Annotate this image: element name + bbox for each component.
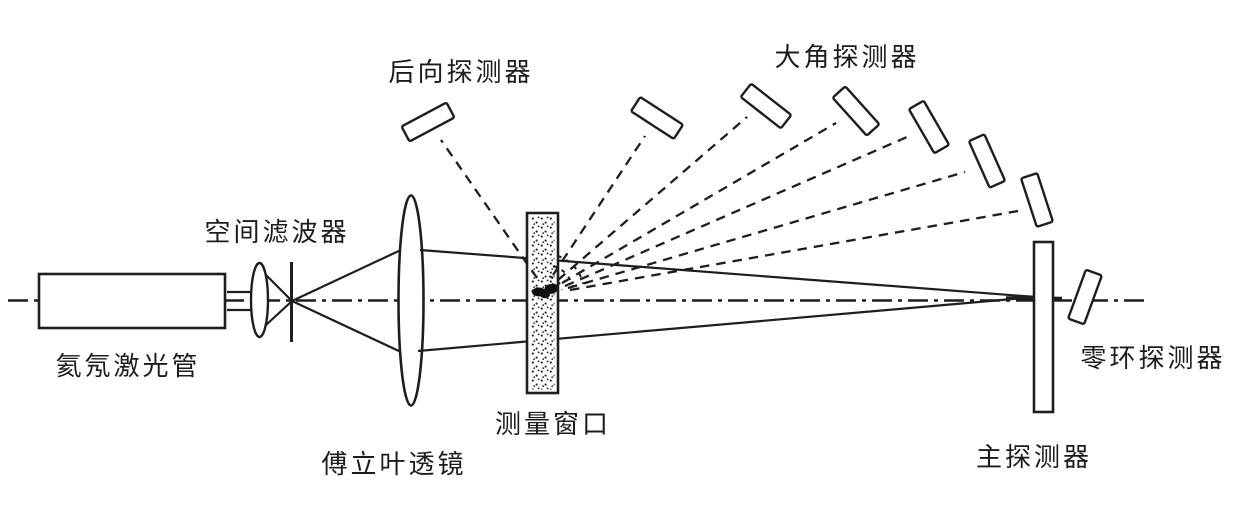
- label-laser-tube: 氦氖激光管: [55, 351, 201, 381]
- label-spatial-filter: 空间滤波器: [204, 217, 350, 247]
- fourier-lens-shape: [397, 194, 425, 407]
- particle-scatter-blob: [531, 283, 558, 299]
- large-angle-detector-4: [908, 100, 950, 154]
- large-angle-detector-3: [832, 85, 880, 137]
- diverge-ray-upper: [291, 248, 404, 302]
- focus-ray-lower: [265, 300, 293, 326]
- label-backward-detector: 后向探测器: [388, 57, 534, 87]
- collimating-lens-shape: [249, 261, 270, 339]
- backward-detector-shape: [400, 102, 456, 142]
- zero-ring-detector-shape: [1067, 269, 1103, 325]
- laser-tube-shape: [37, 272, 227, 330]
- large-angle-detector-6: [1020, 172, 1054, 228]
- ray-fan-5: [567, 170, 966, 290]
- converging-beam-upper: [419, 248, 1037, 299]
- label-measurement-window: 测量窗口: [494, 409, 612, 439]
- ray-fan-4: [564, 135, 908, 288]
- scattered-rays: [440, 116, 1019, 292]
- diverge-ray-lower: [291, 300, 402, 353]
- label-large-angle-detector: 大角探测器: [774, 42, 920, 72]
- ray-fan-1: [552, 135, 646, 276]
- converging-beam-lower: [417, 295, 1037, 353]
- large-angle-detector-2: [740, 83, 792, 129]
- label-zero-ring-detector: 零环探测器: [1080, 343, 1226, 373]
- large-angle-detector-5: [968, 133, 1006, 189]
- ray-fan-2: [557, 116, 748, 281]
- large-angle-detector-1: [630, 96, 684, 140]
- focus-ray-upper: [265, 274, 293, 302]
- measurement-window-stipple: [530, 216, 555, 390]
- ray-backward: [440, 139, 538, 279]
- main-detector-shape: [1032, 240, 1055, 414]
- detector-elements: [400, 83, 1103, 414]
- ray-fan-3: [561, 122, 837, 284]
- label-fourier-lens: 傅立叶透镜: [321, 449, 467, 479]
- label-main-detector: 主探测器: [975, 442, 1093, 472]
